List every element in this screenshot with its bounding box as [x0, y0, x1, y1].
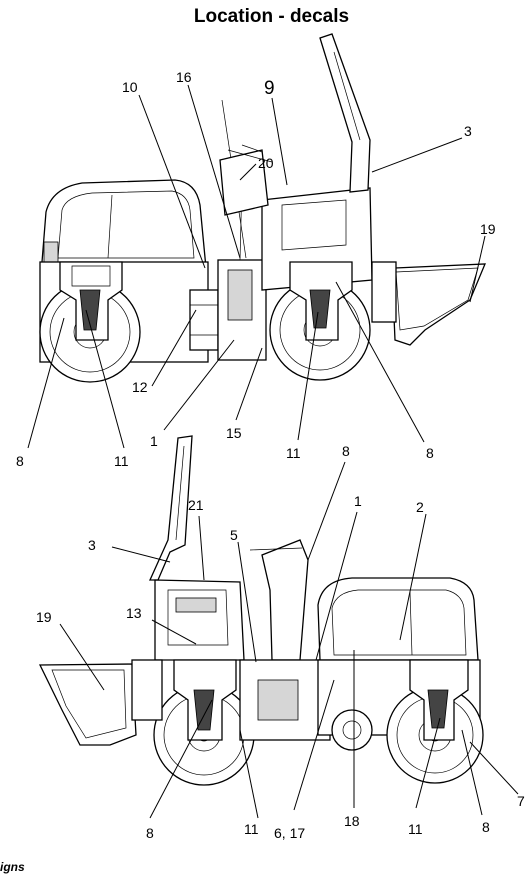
label-21: 21: [188, 497, 204, 513]
label-11: 11: [244, 821, 259, 837]
caption-fragment: igns: [0, 860, 25, 874]
label-19: 19: [480, 221, 496, 237]
label-8: 8: [482, 819, 490, 835]
tow-handle-top: [319, 33, 371, 193]
label-13: 13: [126, 605, 142, 621]
label-10: 10: [122, 79, 138, 95]
label-8: 8: [426, 445, 434, 461]
label-8: 8: [16, 453, 24, 469]
label-16: 16: [176, 69, 192, 85]
label-7: 7: [517, 793, 525, 809]
label-5: 5: [230, 527, 238, 543]
label-9: 9: [264, 78, 275, 99]
label-15: 15: [226, 425, 242, 441]
label-2: 2: [416, 499, 424, 515]
label-3: 3: [464, 123, 472, 139]
label-12: 12: [132, 379, 148, 395]
label-8: 8: [146, 825, 154, 841]
roller-top-view: [27, 33, 486, 449]
page-title: Location - decals: [193, 6, 350, 27]
label-20: 20: [258, 155, 274, 171]
center-section: [239, 659, 331, 741]
label-18: 18: [344, 813, 360, 829]
label-8: 8: [342, 443, 350, 459]
label-11: 11: [408, 821, 423, 837]
label-3: 3: [88, 537, 96, 553]
label-6-17: 6, 17: [274, 825, 305, 841]
label-1: 1: [150, 433, 158, 449]
roller-bottom-view: [38, 435, 519, 819]
cab-bottom: [317, 577, 479, 661]
label-19: 19: [36, 609, 52, 625]
label-1: 1: [354, 493, 362, 509]
label-11: 11: [114, 453, 129, 469]
label-11: 11: [286, 445, 301, 461]
